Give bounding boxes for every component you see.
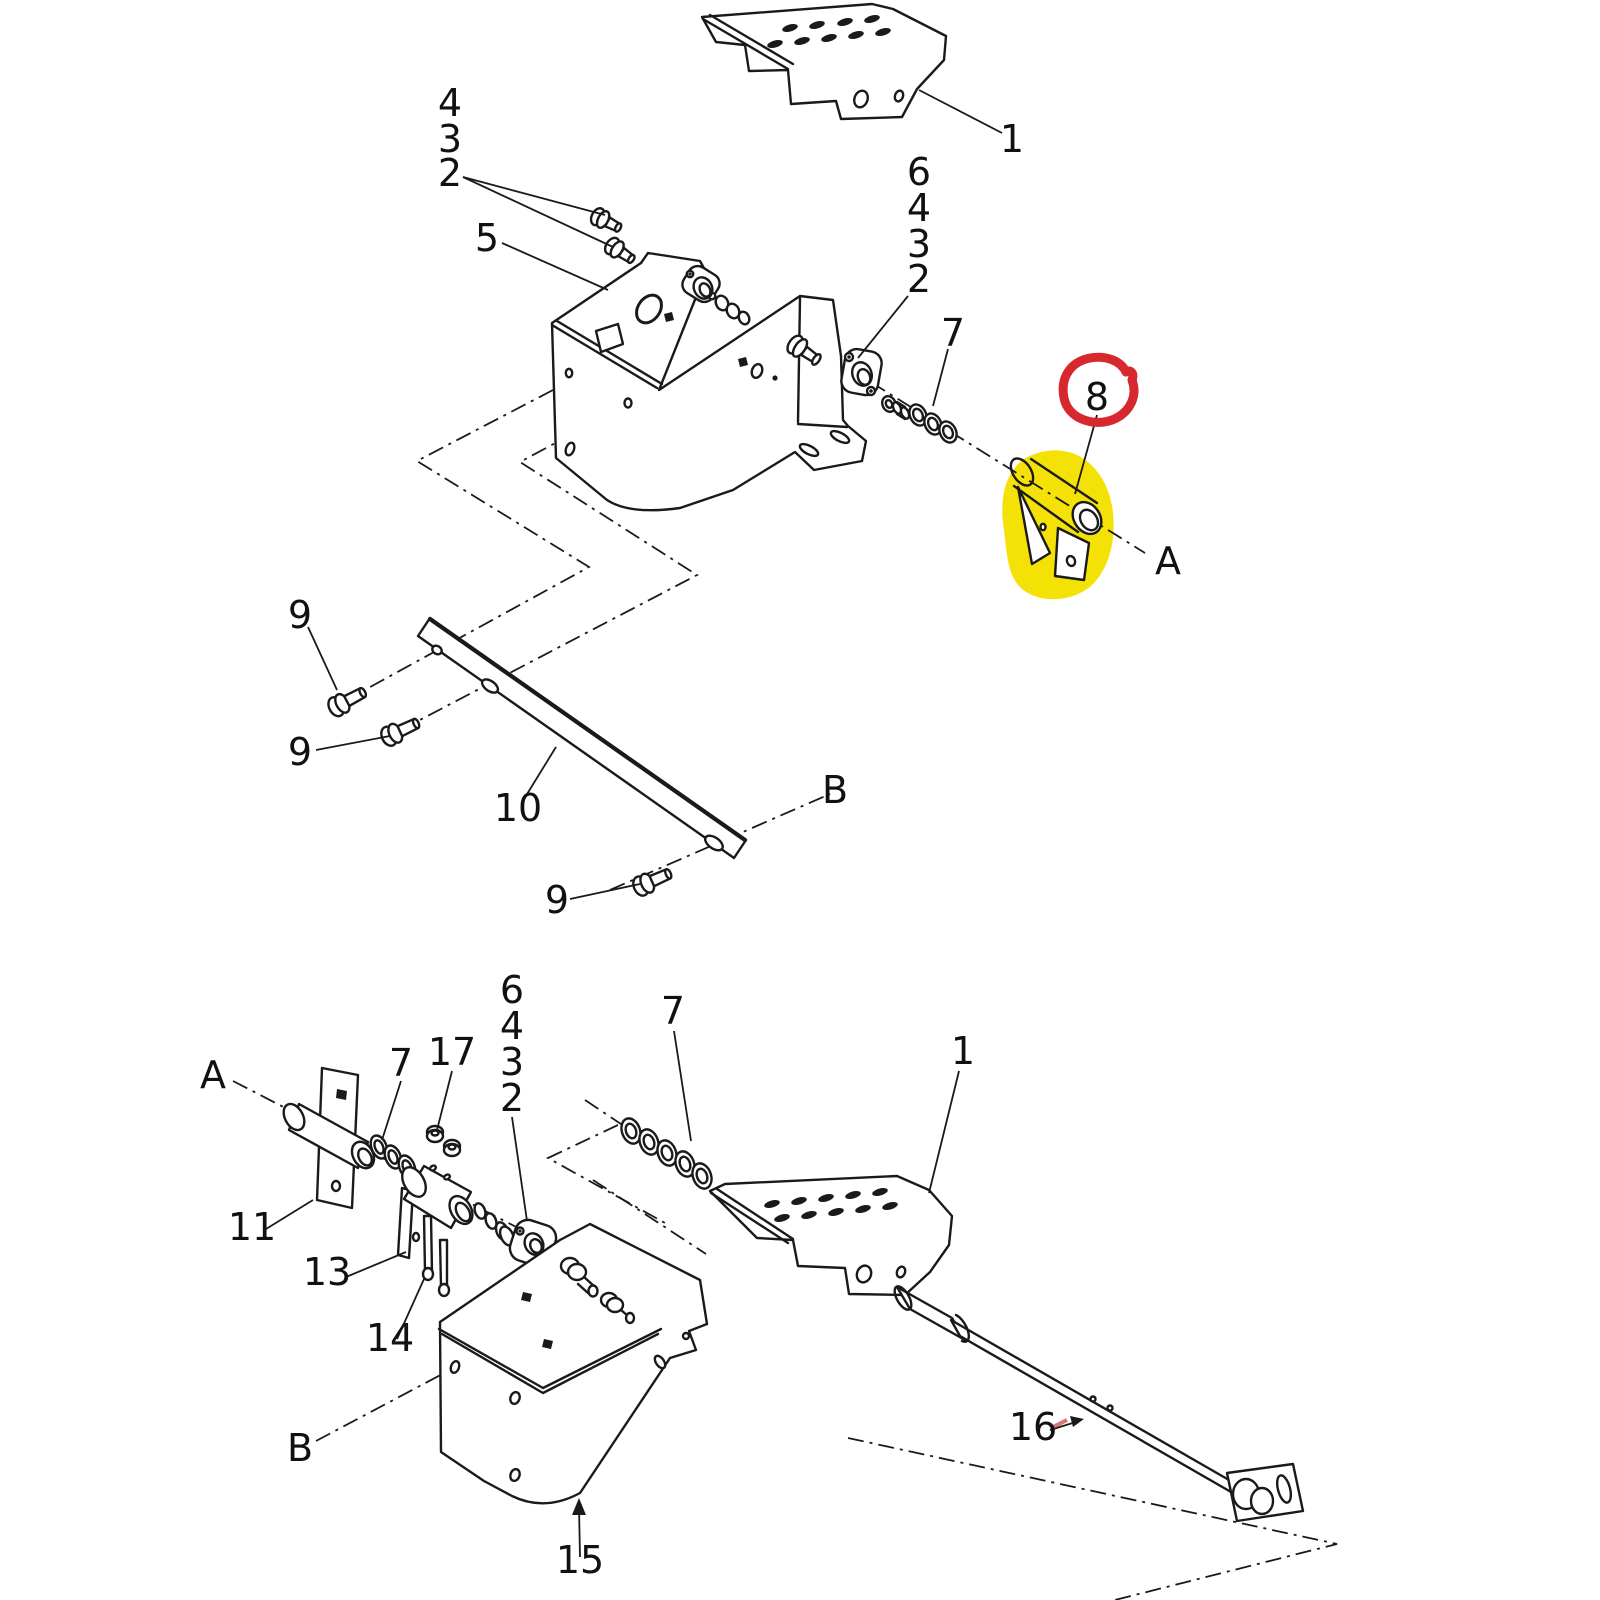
callout-labels: 4 3 2 5 1 6 4 3 2 7 8 A 9 9 10 B 9 A 11 … bbox=[200, 81, 1181, 1582]
callout-13: 13 bbox=[303, 1250, 351, 1294]
part-2-bolt-b bbox=[603, 236, 636, 265]
callout-9b: 9 bbox=[288, 730, 312, 774]
tread-slots bbox=[767, 15, 891, 48]
part-1-footplate-bottom bbox=[708, 1174, 954, 1297]
view-letter-a-bottom: A bbox=[200, 1053, 226, 1097]
view-letter-b-bottom: B bbox=[287, 1426, 313, 1470]
wing-bolt bbox=[786, 334, 822, 366]
callout-2-top: 2 bbox=[438, 151, 462, 195]
arrowhead-16 bbox=[1070, 1416, 1084, 1427]
callout-7-mid: 7 bbox=[661, 989, 685, 1033]
callout-2-bottom: 2 bbox=[500, 1076, 524, 1120]
tread-slots-bottom bbox=[764, 1188, 898, 1222]
part-9-bolt-c bbox=[632, 867, 673, 897]
callout-1-top: 1 bbox=[1000, 117, 1024, 161]
part-5-mount-bracket bbox=[550, 251, 868, 512]
part-1-footplate-top bbox=[700, 2, 948, 121]
arrowhead-15 bbox=[572, 1498, 586, 1515]
callout-7-left: 7 bbox=[389, 1041, 413, 1085]
part-7-washers-mid bbox=[620, 1117, 713, 1190]
leader-lines bbox=[265, 89, 1098, 1558]
pivot-sleeve bbox=[401, 1164, 474, 1243]
callout-8: 8 bbox=[1085, 375, 1109, 419]
callout-7-top: 7 bbox=[941, 311, 965, 355]
part-11-pivot bbox=[282, 1066, 376, 1210]
callout-10: 10 bbox=[494, 786, 542, 830]
part-7-washers-top bbox=[881, 395, 958, 444]
red-mark bbox=[1052, 1418, 1068, 1429]
part-14-bolts bbox=[421, 1214, 451, 1298]
callout-9c: 9 bbox=[545, 878, 569, 922]
callout-6-top: 6 bbox=[907, 150, 931, 194]
part-15-lower-bracket bbox=[437, 1222, 709, 1505]
view-letter-b-top: B bbox=[822, 768, 848, 812]
part-2-flange-bearing-top bbox=[681, 264, 751, 326]
callout-5: 5 bbox=[475, 216, 499, 260]
callout-3-top: 3 bbox=[438, 117, 462, 161]
callout-15: 15 bbox=[556, 1538, 604, 1582]
part-2-bolt-a bbox=[589, 207, 623, 233]
part-16-shaft bbox=[893, 1285, 1305, 1523]
red-circle-annotation bbox=[1058, 352, 1139, 427]
callout-4b-top: 4 bbox=[907, 186, 931, 230]
callout-3b-top: 3 bbox=[907, 222, 931, 266]
part-17-nuts bbox=[425, 1124, 462, 1158]
part-8-pivot-bracket bbox=[1009, 457, 1103, 582]
part-9-bolt-a bbox=[327, 686, 368, 718]
callout-14: 14 bbox=[366, 1316, 414, 1360]
callout-17: 17 bbox=[428, 1030, 476, 1074]
callout-3-bottom: 3 bbox=[500, 1040, 524, 1084]
part-9-bolt-b bbox=[380, 717, 421, 747]
callout-6-bottom: 6 bbox=[500, 968, 524, 1012]
callout-16: 16 bbox=[1009, 1405, 1057, 1449]
part-10-flat-bar bbox=[416, 616, 748, 860]
view-letter-a-top: A bbox=[1155, 539, 1181, 583]
callout-11: 11 bbox=[228, 1205, 276, 1249]
callout-4-bottom: 4 bbox=[500, 1004, 524, 1048]
callout-4-top: 4 bbox=[438, 81, 462, 125]
callout-2b-top: 2 bbox=[907, 257, 931, 301]
part-2-flange-bearing-right bbox=[840, 347, 883, 397]
callout-9a: 9 bbox=[288, 593, 312, 637]
callout-1-bottom: 1 bbox=[951, 1029, 975, 1073]
